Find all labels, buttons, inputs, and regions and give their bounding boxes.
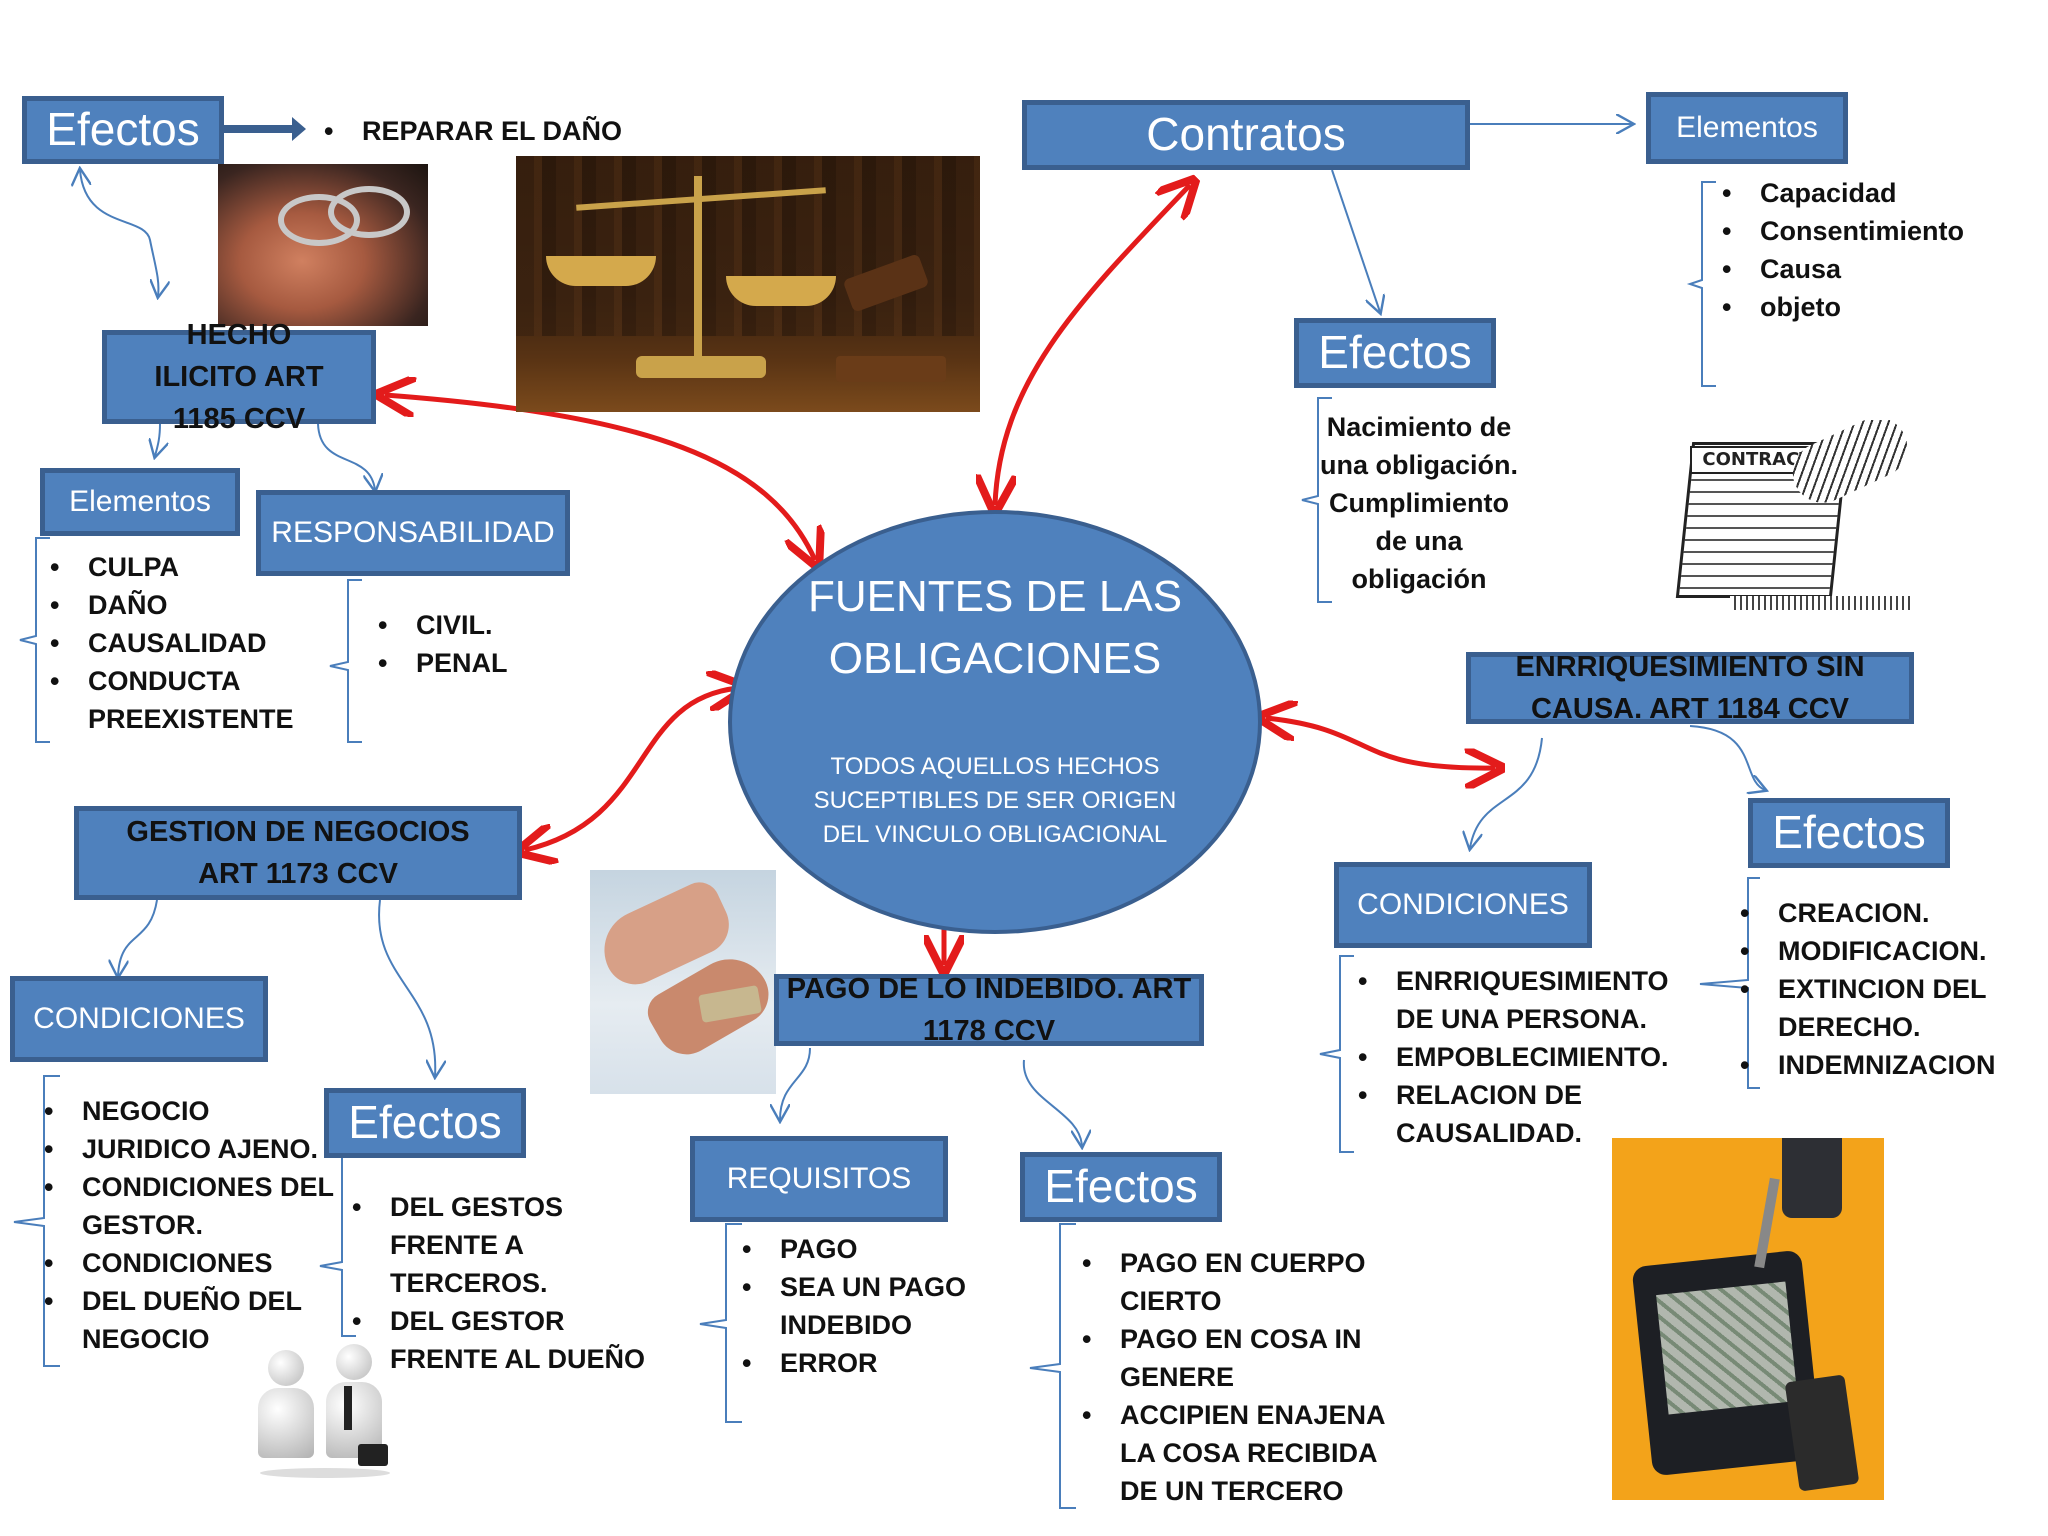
pago-requisito-item: ERROR	[736, 1344, 1016, 1382]
contratos-elementos-label: Elementos	[1676, 111, 1818, 144]
contratos-efectos-text: Nacimiento de una obligación. Cumplimien…	[1319, 412, 1518, 594]
enr-condiciones-label: CONDICIONES	[1357, 888, 1569, 921]
enriquecimiento-box: ENRRIQUESIMIENTO SIN CAUSA. ART 1184 CCV	[1466, 651, 1914, 725]
hecho-efectos-item: REPARAR EL DAÑO	[318, 112, 698, 150]
handshake-money-image	[590, 870, 776, 1094]
gestion-condiciones-box: CONDICIONES	[10, 976, 268, 1062]
gestion-title: GESTION DE NEGOCIOS ART 1173 CCV	[126, 816, 470, 890]
pago-efectos-label: Efectos	[1044, 1160, 1198, 1213]
brackets	[13, 181, 1760, 1509]
enr-efecto-item: INDEMNIZACION	[1734, 1046, 2044, 1084]
hecho-elemento-item: CAUSALIDAD	[44, 624, 304, 662]
hecho-efectos-list: REPARAR EL DAÑO	[318, 112, 698, 150]
contratos-elemento-item: Consentimiento	[1716, 212, 2016, 250]
pago-requisitos-label: REQUISITOS	[726, 1162, 912, 1195]
gestion-efectos-box: Efectos	[324, 1088, 526, 1158]
suitcase-money-image	[1612, 1138, 1884, 1500]
enr-efecto-item: EXTINCION DEL DERECHO.	[1734, 970, 2044, 1046]
hecho-elementos-list: CULPA DAÑO CAUSALIDAD CONDUCTA PREEXISTE…	[44, 548, 304, 738]
arrow-center-hecho	[385, 395, 815, 560]
gestion-efectos-list: DEL GESTOS FRENTE A TERCEROS. DEL GESTOR…	[346, 1188, 676, 1378]
arrow-gestion-efectos	[378, 899, 435, 1076]
arrow-hecho-elementos	[155, 423, 160, 456]
hecho-elemento-item: CULPA	[44, 548, 304, 586]
contratos-title: Contratos	[1146, 108, 1346, 161]
arrow-center-gestion	[525, 688, 738, 850]
gestion-condicion-item: NEGOCIO	[38, 1092, 338, 1130]
pago-efecto-item: PAGO EN CUERPO CIERTO	[1076, 1244, 1386, 1320]
enr-efectos-box: Efectos	[1748, 798, 1950, 868]
pago-indebido-title: PAGO DE LO INDEBIDO. ART 1178 CCV	[786, 973, 1192, 1047]
pago-requisito-item: PAGO	[736, 1230, 1016, 1268]
hecho-ilicito-title: HECHO ILICITO ART 1185 CCV	[154, 319, 324, 435]
gestion-condicion-item: DEL DUEÑO DEL NEGOCIO	[38, 1282, 338, 1358]
arrow-enr-efectos	[1689, 725, 1765, 790]
enr-condiciones-list: ENRRIQUESIMIENTO DE UNA PERSONA. EMPOBLE…	[1352, 962, 1692, 1152]
pago-efectos-list: PAGO EN CUERPO CIERTO PAGO EN COSA IN GE…	[1076, 1244, 1386, 1510]
hecho-efectos-label: Efectos	[46, 103, 200, 156]
center-title: FUENTES DE LAS OBLIGACIONES	[807, 572, 1183, 683]
gestion-efecto-item: DEL GESTOS FRENTE A TERCEROS.	[346, 1188, 676, 1302]
justice-scale-image	[516, 156, 980, 412]
enr-condiciones-box: CONDICIONES	[1334, 862, 1592, 948]
responsabilidad-label: RESPONSABILIDAD	[271, 516, 555, 549]
arrow-hecho-efectos	[80, 170, 158, 296]
arrow-pago-efectos	[1022, 1059, 1082, 1146]
gestion-box: GESTION DE NEGOCIOS ART 1173 CCV	[74, 806, 522, 900]
pago-requisitos-list: PAGO SEA UN PAGO INDEBIDO ERROR	[736, 1230, 1016, 1382]
contratos-efectos-box: Efectos	[1294, 318, 1496, 388]
pago-indebido-box: PAGO DE LO INDEBIDO. ART 1178 CCV	[774, 973, 1204, 1047]
contratos-box: Contratos	[1022, 100, 1470, 170]
contratos-elemento-item: Causa	[1716, 250, 2016, 288]
hecho-ilicito-box: HECHO ILICITO ART 1185 CCV	[102, 319, 376, 435]
hecho-efectos-box: Efectos	[22, 96, 224, 164]
hecho-elementos-label: Elementos	[69, 485, 211, 518]
arrow-center-contratos	[995, 185, 1190, 505]
pago-efecto-item: ACCIPIEN ENAJENA LA COSA RECIBIDA DE UN …	[1076, 1396, 1386, 1510]
pago-requisito-item: SEA UN PAGO INDEBIDO	[736, 1268, 1016, 1344]
gestion-efecto-item: DEL GESTOR FRENTE AL DUEÑO	[346, 1302, 676, 1378]
enr-efectos-list: CREACION. MODIFICACION. EXTINCION DEL DE…	[1734, 894, 2044, 1084]
gestion-condiciones-label: CONDICIONES	[33, 1002, 245, 1035]
enr-efecto-item: CREACION.	[1734, 894, 2044, 932]
enr-efecto-item: MODIFICACION.	[1734, 932, 2044, 970]
enriquecimiento-title: ENRRIQUESIMIENTO SIN CAUSA. ART 1184 CCV	[1515, 651, 1865, 725]
arrow-gestion-condiciones	[118, 899, 158, 976]
arrow-center-enriquecimiento	[1266, 718, 1495, 768]
arrow-contratos-efectos	[1331, 169, 1380, 312]
contratos-elementos-box: Elementos	[1646, 92, 1848, 164]
hecho-elementos-box: Elementos	[40, 468, 240, 536]
contratos-elementos-list: Capacidad Consentimiento Causa objeto	[1716, 174, 2016, 326]
enr-condicion-item: RELACION DE CAUSALIDAD.	[1352, 1076, 1692, 1152]
arrow-pago-requisitos	[780, 1047, 811, 1120]
enr-efectos-label: Efectos	[1772, 806, 1926, 859]
handcuffs-image	[218, 164, 428, 326]
responsabilidad-item: CIVIL.	[372, 606, 572, 644]
center-subtitle: TODOS AQUELLOS HECHOS SUCEPTIBLES DE SER…	[813, 753, 1177, 848]
gestion-condicion-item: CONDICIONES	[38, 1244, 338, 1282]
hecho-elemento-item: DAÑO	[44, 586, 304, 624]
contratos-elemento-item: Capacidad	[1716, 174, 2016, 212]
gestion-condicion-item: CONDICIONES DEL GESTOR.	[38, 1168, 338, 1244]
responsabilidad-item: PENAL	[372, 644, 572, 682]
enr-condicion-item: ENRRIQUESIMIENTO DE UNA PERSONA.	[1352, 962, 1692, 1038]
gestion-efectos-label: Efectos	[348, 1096, 502, 1149]
center-node: FUENTES DE LAS OBLIGACIONES TODOS AQUELL…	[728, 510, 1262, 934]
enr-condicion-item: EMPOBLECIMIENTO.	[1352, 1038, 1692, 1076]
contratos-efectos-label: Efectos	[1318, 326, 1472, 379]
gestion-condiciones-list: NEGOCIO JURIDICO AJENO. CONDICIONES DEL …	[38, 1092, 338, 1358]
responsabilidad-box: RESPONSABILIDAD	[256, 490, 570, 576]
pago-efecto-item: PAGO EN COSA IN GENERE	[1076, 1320, 1386, 1396]
arrow-enr-condiciones	[1470, 737, 1543, 848]
responsabilidad-list: CIVIL. PENAL	[372, 606, 572, 682]
gestion-condicion-item: JURIDICO AJENO.	[38, 1130, 338, 1168]
pago-requisitos-box: REQUISITOS	[690, 1136, 948, 1222]
hecho-elemento-item: CONDUCTA PREEXISTENTE	[44, 662, 304, 738]
pago-efectos-box: Efectos	[1020, 1152, 1222, 1222]
contratos-elemento-item: objeto	[1716, 288, 2016, 326]
arrow-hecho-responsabilidad	[317, 423, 375, 490]
contract-signing-image: CONTRACT	[1670, 420, 1914, 626]
